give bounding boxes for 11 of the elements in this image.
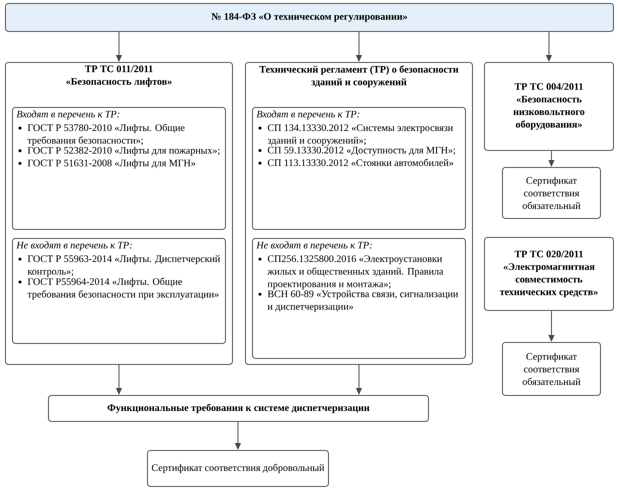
- law-box: № 184-ФЗ «О техническом регулировании»: [5, 3, 614, 32]
- requirements-box: Функциональные требования к системе диспетчеризации: [48, 395, 429, 422]
- certificate-box: Сертификат соответствия обязательный: [502, 167, 601, 219]
- standards-list-box: Не входят в перечень к ТР: СП256.1325800.2016 «Электроустановки жилых и общественных зданий. Правила проектирования и монтажа»; ВСН 60-89 «Устройства связи, сигнализации и диспетчеризации»: [252, 238, 466, 359]
- certificate-box: Сертификат соответствия обязательный: [502, 342, 601, 396]
- standards-list-box: Входят в перечень к ТР: СП 134.13330.2012 «Системы электросвязи зданий и сооружений»; СП 59.13330.2012 «Доступность для МГН»; СП 113.13330.2012 «Стоянки автомобилей»: [252, 107, 466, 230]
- standards-list-box: Входят в перечень к ТР: ГОСТ Р 53780-2010 «Лифты. Общие требования безопасности»; ГОСТ Р 52382-2010 «Лифты для пожарных»; ГОСТ Р 51631-2008 «Лифты для МГН»: [12, 107, 226, 230]
- regulation-box: ТР ТС 020/2011 «Электромагнитная совместимость технических средств»: [484, 237, 614, 311]
- certificate-box: Сертификат соответствия добровольный: [147, 450, 329, 487]
- standards-list-box: Не входят в перечень к ТР: ГОСТ Р 55963-2014 «Лифты. Диспетчерский контроль»; ГОСТ Р55964-2014 «Лифты. Общие требования безопасности при эксплуатации»: [12, 238, 226, 344]
- regulation-box: ТР ТС 004/2011 «Безопасность низковольтного оборудования»: [484, 62, 614, 151]
